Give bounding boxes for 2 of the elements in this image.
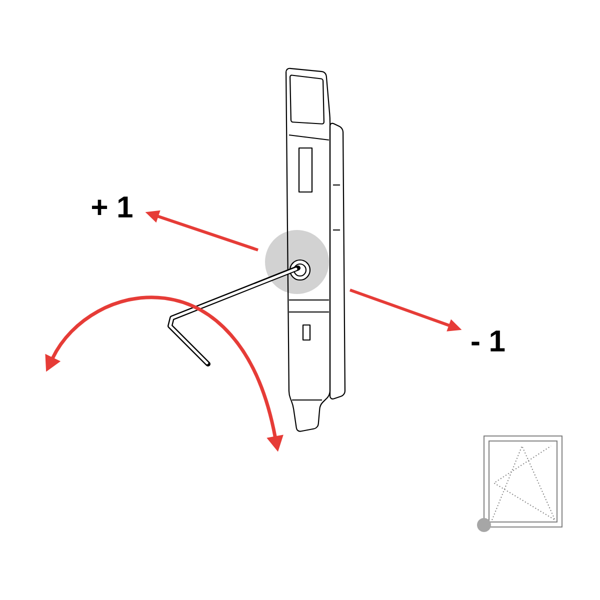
- adjustment-label: - 1: [472, 330, 505, 352]
- adjustment-label: + 1: [92, 196, 132, 218]
